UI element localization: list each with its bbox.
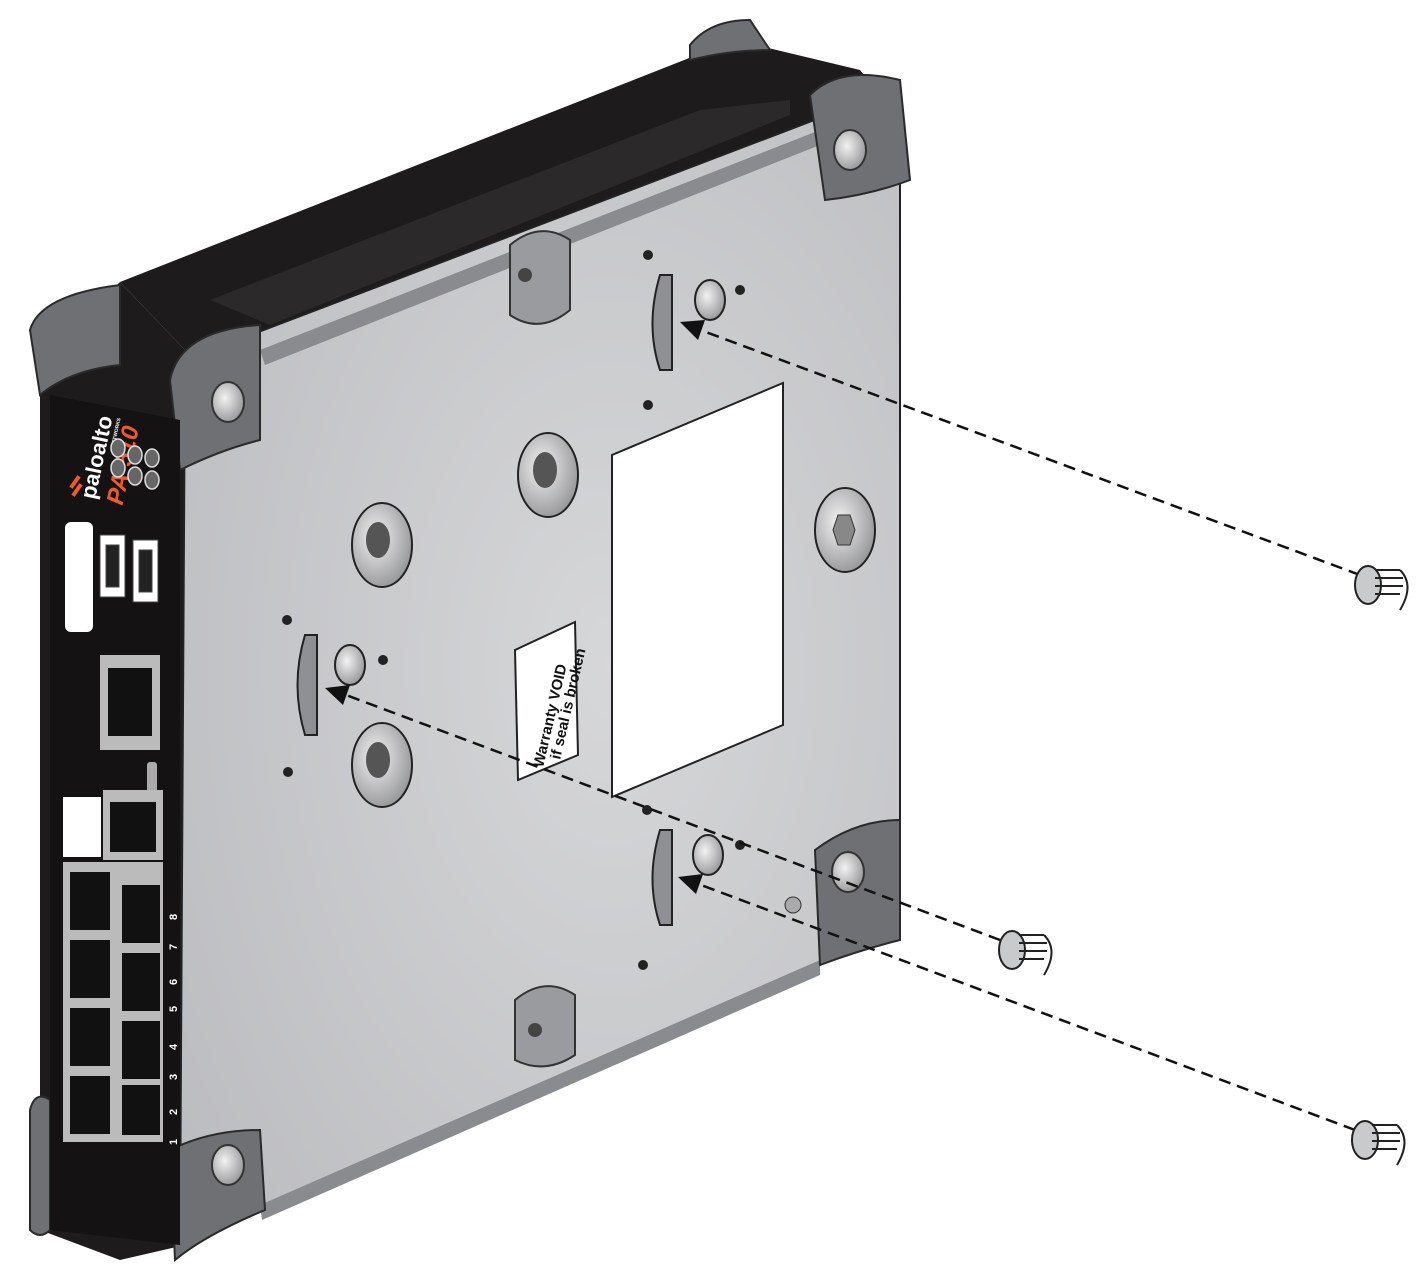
mgmt-port: [103, 790, 163, 860]
port-label-6: 6: [168, 979, 180, 985]
corner-bumpers: [28, 18, 912, 1263]
port-number-labels: 1 2 3 4 5 6 7 8: [168, 914, 180, 1145]
usb-ports: [99, 534, 159, 603]
ethernet-port-sockets: [70, 872, 160, 1135]
micro-usb-port: [147, 762, 157, 792]
arrowheads: [325, 320, 705, 894]
port-label-3: 3: [168, 1074, 180, 1080]
corner-screws: [211, 129, 867, 1186]
brand-mark-icon: [69, 475, 83, 497]
port-label-8: 8: [168, 914, 180, 920]
screw-icon: [1351, 1120, 1406, 1166]
warranty-seal: Warranty VOID if seal is broken: [513, 620, 589, 782]
port-label-4: 4: [168, 1043, 180, 1050]
console-port: [100, 655, 160, 750]
mounting-screws: [998, 565, 1409, 1166]
mgmt-label: [63, 797, 101, 857]
port-label-7: 7: [168, 944, 180, 950]
status-leds: [110, 438, 160, 490]
plate-holes: [282, 250, 802, 970]
screw-icon: [1354, 565, 1409, 611]
screw-icon: [998, 930, 1053, 976]
front-panel: paloalto NETWORKS PA-510: [50, 395, 180, 1245]
keyhole-slots: [296, 274, 726, 926]
mounting-bosses: [351, 432, 876, 808]
front-label: [65, 522, 93, 632]
port-label-5: 5: [168, 1006, 180, 1012]
port-label-1: 1: [168, 1139, 180, 1145]
screw-guide-lines: [337, 326, 1361, 1132]
product-label-area: [611, 381, 784, 799]
port-label-2: 2: [168, 1109, 180, 1115]
